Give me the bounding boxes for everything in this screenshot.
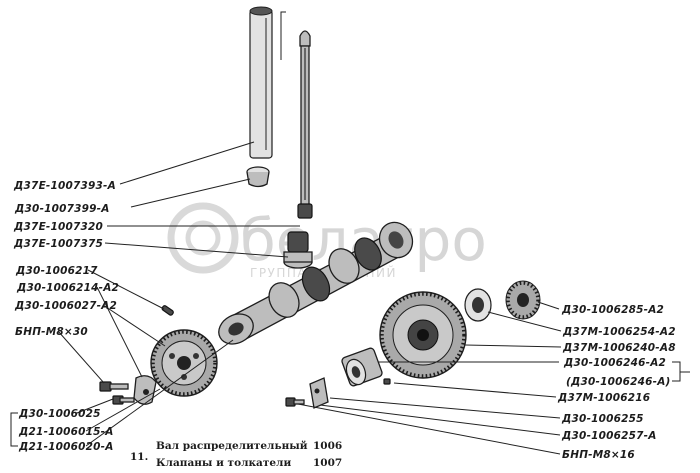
key (161, 305, 174, 316)
gear-bushing (341, 347, 383, 387)
pushrod (297, 30, 313, 219)
leader-lines-right (297, 301, 690, 455)
label-d30-1006255: Д30-1006255 (561, 413, 644, 425)
camshaft (218, 221, 414, 345)
label-d30-1007399-a: Д30-1007399-А (14, 203, 110, 215)
caption-code2: 1007 (313, 457, 342, 469)
label-d37m-1006240-a8: Д37М-1006240-А8 (562, 342, 676, 354)
figure-number: 11. (130, 451, 148, 463)
camshaft-gear (150, 329, 218, 397)
figure-caption: 11. Вал распределительный 1006 Клапаны и… (130, 440, 342, 469)
label-d30-1006246-a: (Д30-1006246-А) (566, 376, 671, 388)
lock-plate (309, 377, 329, 409)
ring-washer (464, 288, 492, 322)
intermediate-gear (379, 291, 467, 379)
thrust-flange (133, 375, 157, 405)
tube-bracket (280, 11, 286, 60)
pushrod-tube (249, 6, 273, 159)
caption-line1: Вал распределительный (156, 440, 308, 452)
label-d37e-1007393-a: Д37Е-1007393-А (13, 180, 116, 192)
label-bnp-m8x30: БНП-М8×30 (15, 326, 88, 338)
labels-right: Д30-1006285-А2 Д37М-1006254-А2 Д37М-1006… (557, 304, 676, 461)
label-d37e-1007320: Д37Е-1007320 (13, 221, 103, 233)
bolt-washer (112, 395, 135, 405)
watermark-logo-core (185, 220, 221, 256)
label-d30-1006027-a2: Д30-1006027-А2 (14, 300, 117, 312)
label-d21-1006015-a: Д21-1006015-А (18, 426, 114, 438)
label-d37e-1007375: Д37Е-1007375 (13, 238, 103, 250)
pin (383, 378, 391, 385)
label-d30-1006246-a2: Д30-1006246-А2 (563, 357, 666, 369)
caption-code1: 1006 (313, 440, 342, 452)
label-d30-1006025: Д30-1006025 (18, 408, 101, 420)
label-d30-1006257-a: Д30-1006257-А (561, 430, 657, 442)
labels-left: Д37Е-1007393-А Д30-1007399-А Д37Е-100732… (13, 180, 119, 453)
label-d30-1006217: Д30-1006217 (15, 265, 98, 277)
pump-gear (505, 280, 541, 320)
caption-line2: Клапаны и толкатели (156, 457, 291, 469)
label-d21-1006020-a: Д21-1006020-А (18, 441, 114, 453)
label-d37m-1006254-a2: Д37М-1006254-А2 (562, 326, 676, 338)
leader-lines-left (10, 141, 300, 447)
watermark-logo-ring (167, 202, 239, 274)
label-d37m-1006216: Д37М-1006216 (557, 392, 650, 404)
bolt-m8x30 (99, 381, 129, 392)
label-d30-1006285-a2: Д30-1006285-А2 (561, 304, 664, 316)
label-bnp-m8x16: БНП-М8×16 (562, 449, 635, 461)
label-d30-1006214-a2: Д30-1006214-А2 (16, 282, 119, 294)
pushrod-cup (246, 166, 270, 188)
tappet (283, 231, 313, 269)
